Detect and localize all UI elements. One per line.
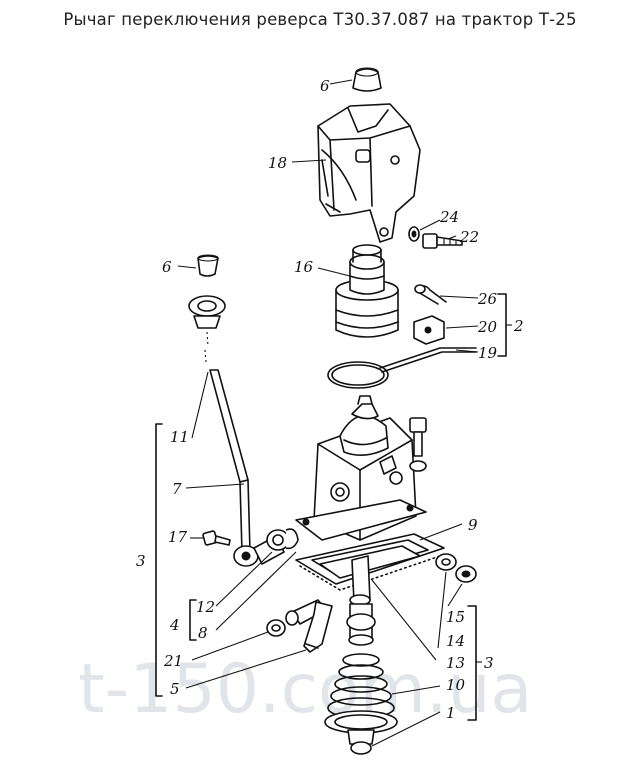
bracket-group-4 bbox=[189, 599, 197, 641]
callout-14: 14 bbox=[446, 632, 465, 650]
callout-11: 11 bbox=[170, 428, 189, 446]
watermark-text: t-150.com.ua bbox=[78, 650, 532, 729]
callout-7: 7 bbox=[172, 480, 182, 498]
leader-12 bbox=[215, 551, 273, 607]
leader-20 bbox=[445, 325, 479, 329]
callout-4: 4 bbox=[169, 616, 180, 634]
callout-6-left: 6 bbox=[162, 258, 172, 276]
leader-13 bbox=[371, 579, 437, 661]
leader-1 bbox=[371, 711, 441, 747]
leader-10 bbox=[391, 685, 441, 695]
leader-24 bbox=[419, 219, 441, 231]
leader-11 bbox=[191, 371, 209, 439]
callout-16: 16 bbox=[294, 258, 314, 276]
page-title: Рычаг переключения реверса Т30.37.087 на… bbox=[63, 10, 577, 29]
callout-26: 26 bbox=[477, 290, 498, 308]
housing-cover-part bbox=[317, 103, 421, 243]
leader-7 bbox=[185, 483, 245, 489]
callout-8: 8 bbox=[198, 624, 208, 642]
bracket-group-3-left bbox=[155, 423, 163, 697]
leader-18 bbox=[291, 159, 327, 163]
callout-1: 1 bbox=[446, 704, 456, 722]
callout-20: 20 bbox=[477, 318, 498, 336]
washer-part-14 bbox=[455, 565, 477, 583]
leader-5 bbox=[185, 649, 307, 689]
leader-26 bbox=[439, 295, 479, 299]
callout-6-top: 6 bbox=[320, 77, 330, 95]
leader-19 bbox=[455, 349, 479, 353]
callout-12: 12 bbox=[196, 598, 215, 616]
leader-21 bbox=[191, 631, 269, 661]
leader-15 bbox=[437, 571, 447, 649]
leader-22 bbox=[447, 235, 457, 240]
main-housing-part bbox=[295, 395, 427, 541]
leader-8 bbox=[215, 551, 297, 631]
callout-3-left: 3 bbox=[136, 552, 146, 570]
callout-9: 9 bbox=[468, 516, 478, 534]
callout-18: 18 bbox=[268, 154, 287, 172]
lever-assembly-part bbox=[188, 295, 299, 567]
callout-22: 22 bbox=[459, 228, 479, 246]
callout-24: 24 bbox=[439, 208, 459, 226]
callout-15: 15 bbox=[446, 608, 465, 626]
lever-pin-part bbox=[285, 599, 333, 653]
cap-top-part bbox=[352, 67, 382, 92]
washer-part-24 bbox=[408, 226, 420, 242]
callout-21: 21 bbox=[163, 652, 183, 670]
cotter-pin-part bbox=[414, 284, 447, 305]
bolt-part-22 bbox=[422, 233, 463, 249]
leader-16 bbox=[317, 267, 351, 277]
cap-left-part bbox=[197, 254, 219, 277]
screw-part-17 bbox=[202, 530, 231, 546]
gasket-part bbox=[295, 533, 447, 591]
spring-ring-part bbox=[327, 347, 477, 389]
callout-5: 5 bbox=[170, 680, 180, 698]
callout-13: 13 bbox=[446, 654, 465, 672]
callout-2: 2 bbox=[513, 317, 524, 335]
clamp-block-part bbox=[413, 315, 445, 345]
callout-3-right: 3 bbox=[484, 654, 494, 672]
bracket-group-3-right bbox=[467, 605, 477, 721]
shaft-spring-assembly-part bbox=[324, 555, 398, 755]
callout-10: 10 bbox=[446, 676, 466, 694]
bolt-nut-part bbox=[409, 417, 427, 472]
washer-part-15 bbox=[435, 553, 457, 571]
leader-14 bbox=[447, 583, 463, 607]
rubber-boot-part bbox=[335, 244, 399, 338]
leader-9 bbox=[419, 523, 463, 541]
callout-17: 17 bbox=[168, 528, 188, 546]
leader-6-left bbox=[177, 265, 197, 269]
bracket-group-2 bbox=[497, 293, 507, 357]
callout-19: 19 bbox=[478, 344, 498, 362]
ring-part-21 bbox=[266, 619, 286, 637]
leader-6-top bbox=[329, 79, 353, 85]
